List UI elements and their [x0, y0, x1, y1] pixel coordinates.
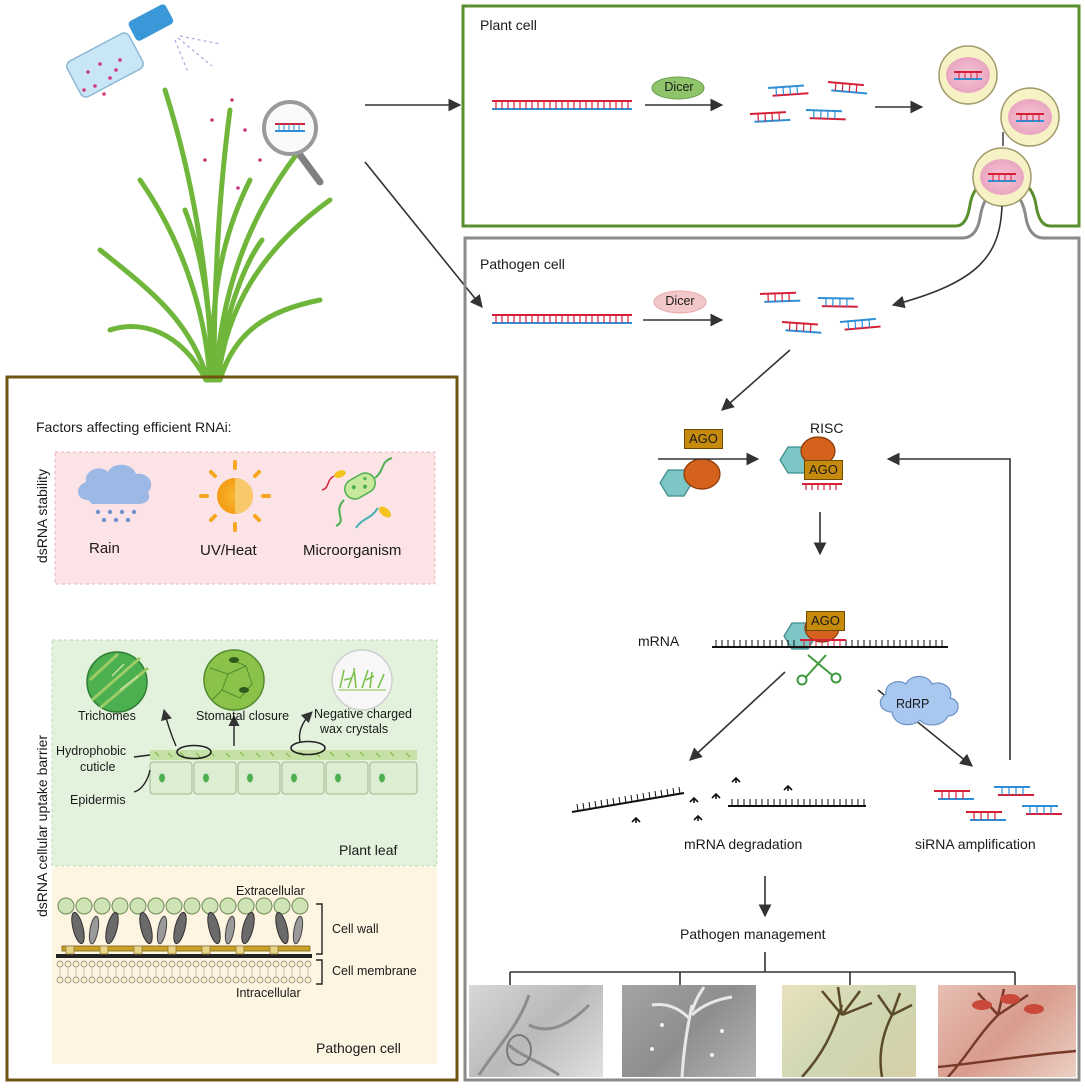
pathogen-sirnas	[759, 291, 881, 334]
scissors-icon	[796, 654, 842, 686]
plant-dicer-label: Dicer	[664, 80, 694, 94]
factors-title: Factors affecting efficient RNAi:	[36, 419, 232, 435]
arrow-sirna-to-ago	[721, 349, 791, 411]
mrna-label: mRNA	[638, 633, 680, 649]
trichome-circle-icon	[86, 651, 149, 713]
uv-heat-label: UV/Heat	[200, 542, 257, 559]
leaf-epidermis	[149, 740, 418, 795]
exosome-vesicles	[938, 45, 1060, 207]
pathogen-cell-panel-label: Pathogen cell	[316, 1040, 401, 1056]
arrow-vesicle-to-pathogen	[891, 205, 1003, 309]
cuticle-label-line2: cuticle	[80, 760, 116, 774]
wax-label-line2: wax crystals	[320, 722, 389, 736]
pathogen-photo-3	[782, 985, 916, 1077]
pathogen-photo-1	[469, 985, 603, 1077]
pathogen-management-label: Pathogen management	[680, 926, 826, 942]
microorganism-icon	[321, 457, 393, 529]
stability-section-label: dsRNA stability	[34, 468, 50, 564]
plant-cell-title: Plant cell	[480, 17, 537, 33]
stomata-circle-icon	[203, 649, 265, 711]
pathogen-cell-box	[463, 186, 1081, 1082]
sun-icon	[199, 460, 271, 532]
degraded-mrna	[571, 776, 866, 823]
rdrp-cloud-icon	[879, 675, 959, 726]
rain-label: Rain	[89, 540, 120, 557]
pathogen-dicer-label: Dicer	[665, 294, 695, 308]
rdrp-label: RdRP	[896, 697, 930, 711]
amplified-sirnas	[934, 786, 1062, 821]
sirna-amplification-label: siRNA amplification	[915, 836, 1036, 852]
mrna-ago-label: AGO	[806, 611, 845, 631]
cuticle-label-line1: Hydrophobic	[56, 744, 127, 758]
trichomes-label: Trichomes	[78, 709, 136, 723]
leaf-pointer-lines	[133, 708, 313, 793]
mrna-degradation-label: mRNA degradation	[684, 836, 803, 852]
arrow-to-pathogen-cell	[364, 161, 483, 308]
spray-bottle-icon	[66, 4, 221, 98]
stomatal-closure-label: Stomatal closure	[196, 709, 290, 723]
plant-dicer-enzyme	[651, 76, 705, 100]
pathogen-dsrna	[492, 314, 632, 324]
plant-leaf-label: Plant leaf	[339, 842, 398, 858]
cell-wall-label: Cell wall	[332, 922, 379, 936]
risc-label: RISC	[810, 420, 844, 436]
pathogen-photo-4	[938, 985, 1076, 1077]
wall-brackets	[316, 903, 323, 985]
microorganism-label: Microorganism	[303, 542, 402, 559]
pathogen-cell-title: Pathogen cell	[480, 256, 565, 272]
risc-ago-label: AGO	[804, 460, 843, 480]
extracellular-label: Extracellular	[236, 884, 305, 898]
uptake-section-label: dsRNA cellular uptake barrier	[34, 734, 50, 918]
plant-sirnas	[749, 81, 868, 123]
cell-wall-diagram	[56, 897, 312, 984]
pathogen-photo-2	[622, 985, 756, 1077]
epidermis-label: Epidermis	[70, 793, 126, 807]
management-branches	[509, 952, 1016, 985]
ago-label: AGO	[684, 429, 723, 449]
factors-box	[5, 375, 459, 1082]
wax-crystal-circle-icon	[331, 649, 393, 711]
rain-cloud-icon	[77, 464, 152, 523]
magnifier-icon	[262, 100, 324, 186]
arrow-amplification-loop	[886, 452, 1011, 760]
ago-complex-free	[659, 458, 721, 497]
arrow-to-degradation	[689, 671, 786, 761]
mrna-strand	[712, 639, 948, 648]
plant-dsrna	[492, 100, 632, 110]
droplets	[203, 98, 262, 190]
pathogen-dicer-enzyme	[653, 290, 707, 314]
cell-membrane-label: Cell membrane	[332, 964, 417, 978]
wax-label-line1: Negative charged	[314, 707, 412, 721]
rice-plant-icon	[97, 87, 333, 383]
intracellular-label: Intracellular	[236, 986, 301, 1000]
